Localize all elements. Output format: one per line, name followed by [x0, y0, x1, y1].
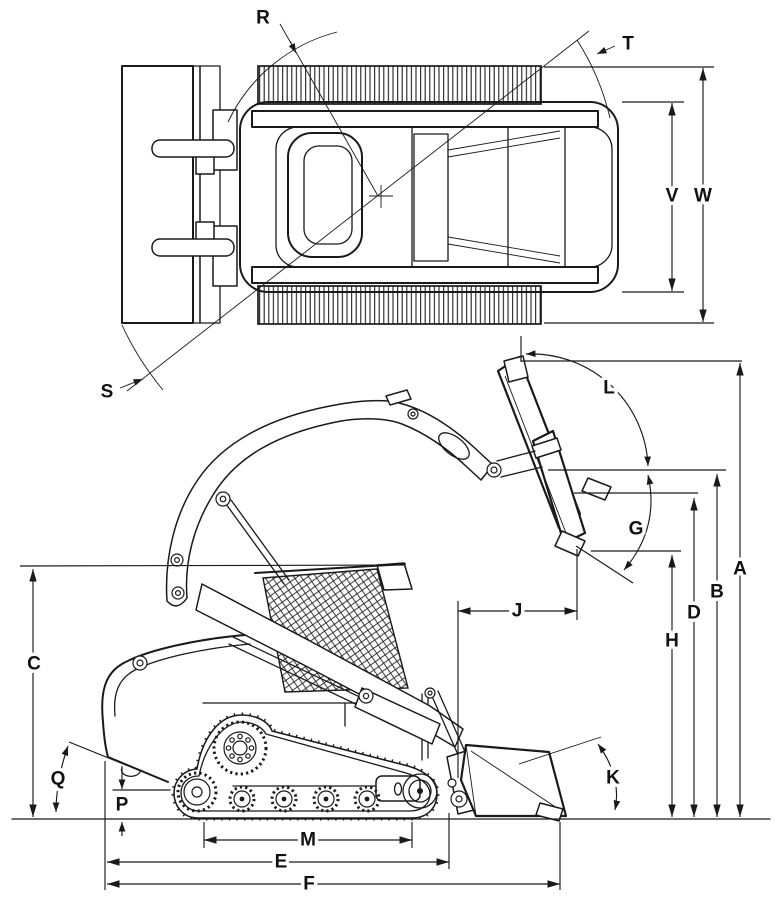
label-P: P	[116, 795, 129, 816]
label-C: C	[27, 654, 41, 675]
q-slant-line	[68, 741, 169, 783]
raised-arm	[165, 389, 494, 607]
road-wheels	[228, 785, 381, 813]
k-strike-line	[518, 736, 602, 765]
k-arc	[597, 743, 621, 811]
turn-diagonal-line	[126, 30, 590, 392]
top-view-blade	[121, 65, 238, 324]
top-view-tracks	[257, 65, 542, 325]
top-view-turning-radius	[119, 23, 616, 392]
top-view-body	[239, 101, 619, 293]
label-W: W	[694, 186, 712, 207]
ground-bucket	[459, 736, 602, 822]
raised-bucket	[486, 355, 612, 557]
label-G: G	[629, 519, 644, 540]
top-view: R T S V W	[97, 4, 715, 406]
g-slant-line	[575, 545, 634, 584]
sprocket-bolts	[225, 733, 255, 763]
q-arc	[52, 745, 69, 813]
label-R: R	[256, 8, 270, 29]
label-Q: Q	[51, 769, 66, 790]
label-S: S	[101, 382, 114, 403]
label-H: H	[665, 631, 679, 652]
r-leader-arrow	[288, 40, 297, 54]
label-K: K	[606, 768, 620, 789]
label-M: M	[300, 830, 316, 851]
side-view-dimensions: A B C D E F G H J K L M P Q	[11, 336, 771, 898]
label-T: T	[622, 34, 634, 55]
side-view-machine	[101, 355, 612, 822]
r-arc	[227, 31, 338, 123]
label-V: V	[666, 186, 679, 207]
label-B: B	[710, 582, 724, 603]
label-E: E	[275, 852, 288, 873]
s-leader	[119, 378, 144, 389]
g-arc	[623, 474, 654, 571]
t-arc	[576, 39, 611, 119]
s-arc	[121, 324, 164, 391]
label-A: A	[733, 559, 747, 580]
label-J: J	[512, 601, 523, 622]
label-F: F	[303, 874, 315, 895]
t-leader	[596, 45, 616, 55]
track-undercarriage	[171, 712, 440, 821]
top-view-dimensions	[544, 66, 714, 324]
label-D: D	[687, 603, 701, 624]
l-arc	[525, 350, 651, 467]
label-L: L	[603, 378, 615, 399]
